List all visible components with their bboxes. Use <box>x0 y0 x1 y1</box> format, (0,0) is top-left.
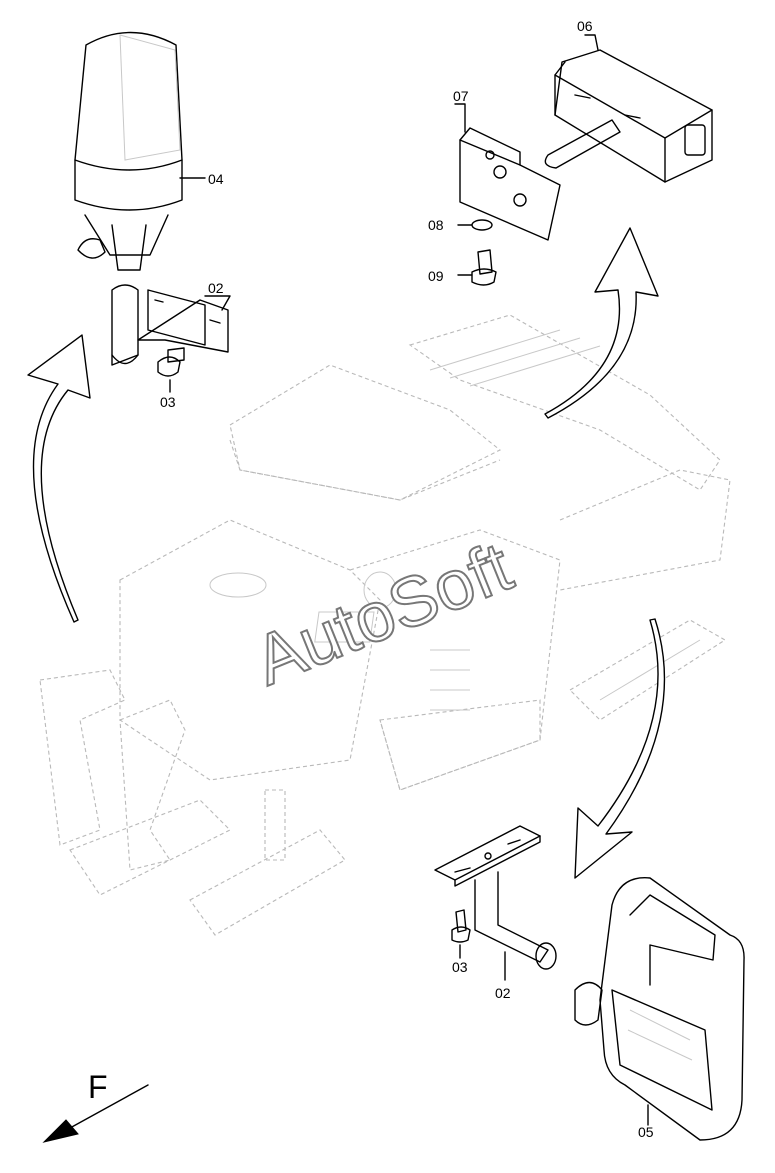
work-lamp-06 <box>544 49 713 183</box>
label-06: 06 <box>577 18 593 34</box>
milling-machine <box>39 314 731 936</box>
mount-bracket-02-bottom <box>434 825 557 970</box>
label-03-top: 03 <box>160 394 176 410</box>
beacon-lamp-04 <box>74 31 183 271</box>
arrow-to-lamp-05 <box>574 618 666 879</box>
direction-arrowhead <box>42 1119 79 1143</box>
front-direction-indicator: F <box>42 1069 149 1143</box>
label-09: 09 <box>428 268 444 284</box>
bolt-09 <box>471 249 497 286</box>
work-lamp-05 <box>574 877 745 1141</box>
bolt-03-bottom <box>451 909 471 943</box>
label-04: 04 <box>208 171 224 187</box>
plate-07 <box>459 127 561 241</box>
arrow-to-lamp-06 <box>544 227 659 419</box>
label-02-bottom: 02 <box>495 985 511 1001</box>
washer-08 <box>471 219 493 231</box>
mount-bracket-02-top <box>111 284 229 366</box>
label-07: 07 <box>453 88 469 104</box>
label-05: 05 <box>638 1124 654 1140</box>
arrow-to-beacon <box>27 334 91 623</box>
label-08: 08 <box>428 217 444 233</box>
bolt-03-top <box>157 347 185 377</box>
leader-lines <box>169 34 649 1126</box>
label-02-top: 02 <box>208 280 224 296</box>
watermark-text: AutoSoft <box>244 527 522 700</box>
direction-label: F <box>88 1069 108 1105</box>
label-03-bottom: 03 <box>452 959 468 975</box>
